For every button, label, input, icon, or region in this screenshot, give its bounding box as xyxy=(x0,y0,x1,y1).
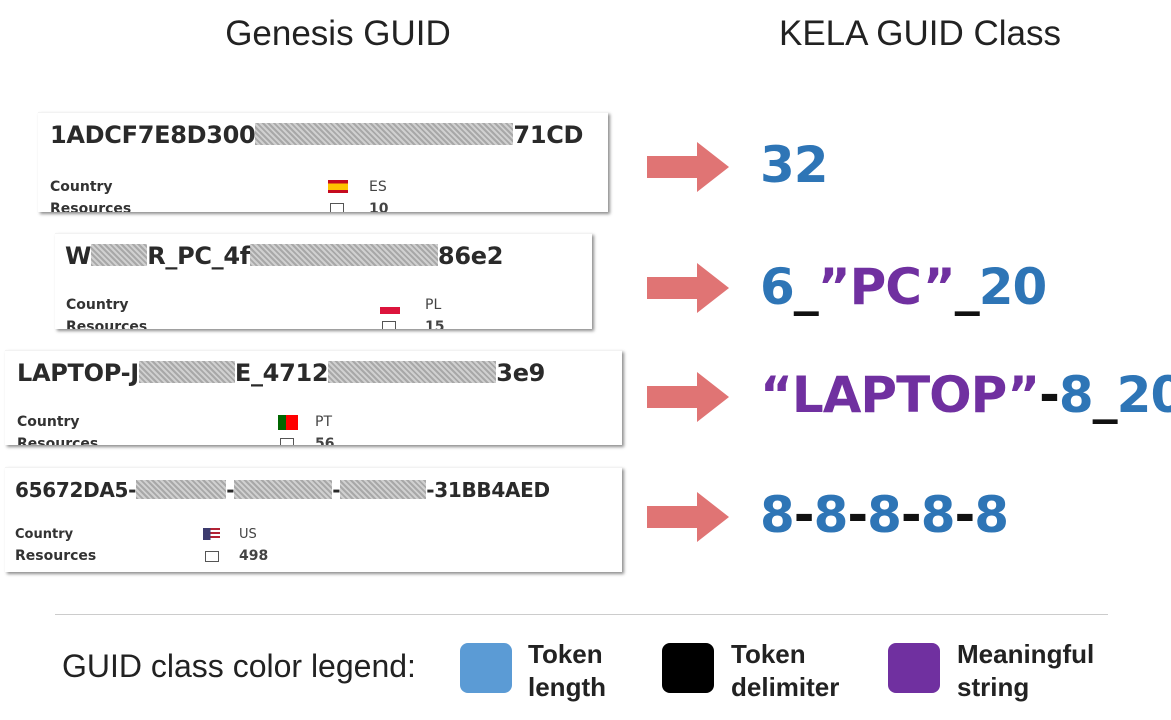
guid-class-3: “LAPTOP”-8_20 xyxy=(760,366,1171,424)
country-value: PT xyxy=(315,414,332,430)
country-value: ES xyxy=(369,179,387,195)
legend-swatch-meaningful-string xyxy=(888,643,940,693)
class-token-length: 8 xyxy=(813,486,849,544)
resources-value: 15 xyxy=(425,319,445,329)
class-token-length: 8 xyxy=(1058,366,1094,424)
class-token-length: 20 xyxy=(978,258,1048,316)
class-token-string: “LAPTOP” xyxy=(760,366,1040,424)
resources-label: Resources xyxy=(15,548,97,564)
genesis-guid-header: Genesis GUID xyxy=(225,14,451,53)
resources-value: 10 xyxy=(369,201,389,212)
redacted-mask xyxy=(328,360,497,384)
arrow-right-icon xyxy=(647,142,729,192)
resources-label: Resources xyxy=(50,201,132,212)
guid-class-1: 32 xyxy=(760,136,829,194)
arrow-right-icon xyxy=(647,492,729,542)
class-token-delim: - xyxy=(954,486,975,544)
class-token-length: 8 xyxy=(920,486,956,544)
resources-icon xyxy=(382,321,396,329)
redacted-mask xyxy=(249,243,438,267)
class-token-delim: - xyxy=(793,486,815,544)
resources-icon xyxy=(330,203,344,212)
country-label: Country xyxy=(50,179,113,195)
legend-swatch-token-length xyxy=(460,643,512,693)
portugal-flag-icon xyxy=(278,415,298,430)
redacted-mask xyxy=(138,360,235,384)
country-value: US xyxy=(239,527,257,542)
class-token-length: 6 xyxy=(760,258,795,316)
redacted-mask xyxy=(234,480,333,499)
country-label: Country xyxy=(66,297,129,313)
guid-class-4: 8-8-8-8-8 xyxy=(760,486,1009,544)
class-token-length: 8 xyxy=(974,486,1009,544)
us-flag-icon xyxy=(203,528,220,540)
redacted-mask xyxy=(255,122,514,146)
poland-flag-icon xyxy=(380,301,400,314)
redacted-mask xyxy=(340,480,427,499)
class-token-delim: _ xyxy=(1092,366,1118,424)
redacted-mask xyxy=(136,480,227,499)
guid-class-2: 6_”PC”_20 xyxy=(760,258,1048,316)
resources-label: Resources xyxy=(17,436,99,445)
class-token-delim: _ xyxy=(954,258,980,316)
legend-title: GUID class color legend: xyxy=(62,648,416,684)
country-value: PL xyxy=(425,297,442,313)
resources-value: 56 xyxy=(315,436,335,445)
class-token-length: 8 xyxy=(760,486,795,544)
resources-value: 498 xyxy=(239,548,269,564)
arrow-right-icon xyxy=(647,263,729,313)
resources-icon xyxy=(205,551,219,562)
class-token-length: 32 xyxy=(760,136,829,194)
class-token-delim: - xyxy=(1039,366,1060,424)
spain-flag-icon xyxy=(328,180,348,193)
kela-guid-class-header: KELA GUID Class xyxy=(778,14,1062,53)
resources-icon xyxy=(280,438,294,445)
divider xyxy=(55,614,1108,615)
class-token-delim: - xyxy=(900,486,922,544)
country-label: Country xyxy=(17,414,80,430)
class-token-length: 20 xyxy=(1116,366,1171,424)
arrow-right-icon xyxy=(647,372,729,422)
country-label: Country xyxy=(15,527,74,542)
guid-text: 65672DA5----31BB4AED xyxy=(15,478,550,502)
class-token-string: ”PC” xyxy=(817,258,956,316)
redacted-mask xyxy=(91,243,148,267)
resources-label: Resources xyxy=(66,319,148,329)
class-token-delim: _ xyxy=(793,258,819,316)
legend-swatch-token-delimiter xyxy=(662,643,714,693)
class-token-length: 8 xyxy=(867,486,902,544)
class-token-delim: - xyxy=(847,486,868,544)
guid-card-4: 65672DA5----31BB4AED Country US Resource… xyxy=(5,467,622,572)
